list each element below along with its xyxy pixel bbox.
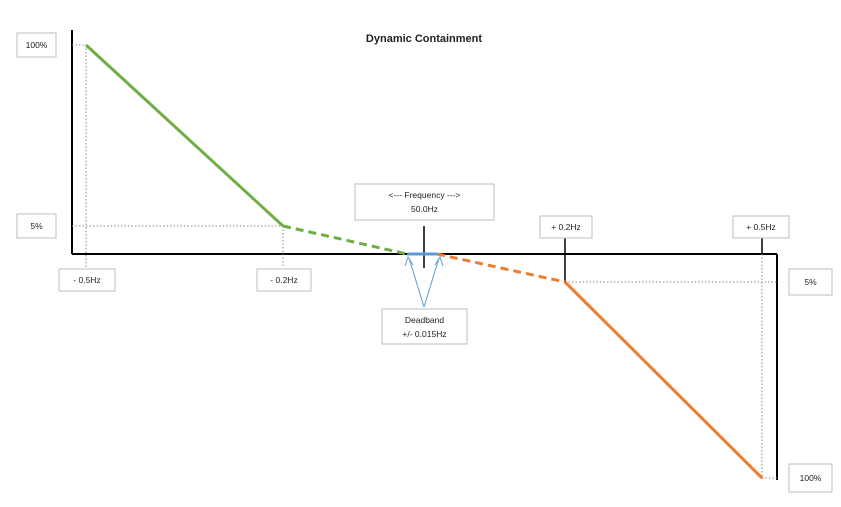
svg-text:<--- Frequency --->: <--- Frequency --->	[389, 190, 461, 200]
label-right-100: 100%	[788, 463, 833, 493]
svg-text:5%: 5%	[804, 277, 817, 287]
label-left-5: 5%	[16, 213, 57, 239]
frequency-label: <--- Frequency ---> 50.0Hz	[354, 183, 495, 221]
label-left-100: 100%	[16, 32, 57, 58]
low-frequency-ramp-dashed	[282, 224, 408, 256]
high-frequency-ramp-dashed	[436, 252, 566, 284]
svg-text:+ 0.5Hz: + 0.5Hz	[746, 222, 776, 232]
svg-text:100%: 100%	[800, 473, 822, 483]
high-frequency-response-line	[563, 280, 764, 480]
svg-text:5%: 5%	[30, 221, 43, 231]
svg-text:50.0Hz: 50.0Hz	[411, 204, 438, 214]
label-neg-02hz: - 0.2Hz	[256, 268, 312, 292]
label-pos-02hz: + 0.2Hz	[539, 215, 593, 239]
deadband-label: Deadband +/- 0.015Hz	[381, 308, 468, 345]
svg-text:+/- 0.015Hz: +/- 0.015Hz	[402, 329, 446, 339]
diagram-title: Dynamic Containment	[366, 33, 482, 45]
svg-text:+ 0.2Hz: + 0.2Hz	[551, 222, 581, 232]
deadband-arrows	[404, 255, 444, 308]
svg-text:- 0.5Hz: - 0.5Hz	[73, 275, 100, 285]
label-right-5: 5%	[788, 268, 833, 296]
label-pos-05hz: + 0.5Hz	[732, 215, 790, 239]
svg-text:- 0.2Hz: - 0.2Hz	[270, 275, 297, 285]
label-neg-05hz: - 0.5Hz	[58, 268, 116, 292]
svg-text:100%: 100%	[26, 40, 48, 50]
low-frequency-response-line	[84, 43, 285, 228]
svg-text:Deadband: Deadband	[405, 315, 445, 325]
